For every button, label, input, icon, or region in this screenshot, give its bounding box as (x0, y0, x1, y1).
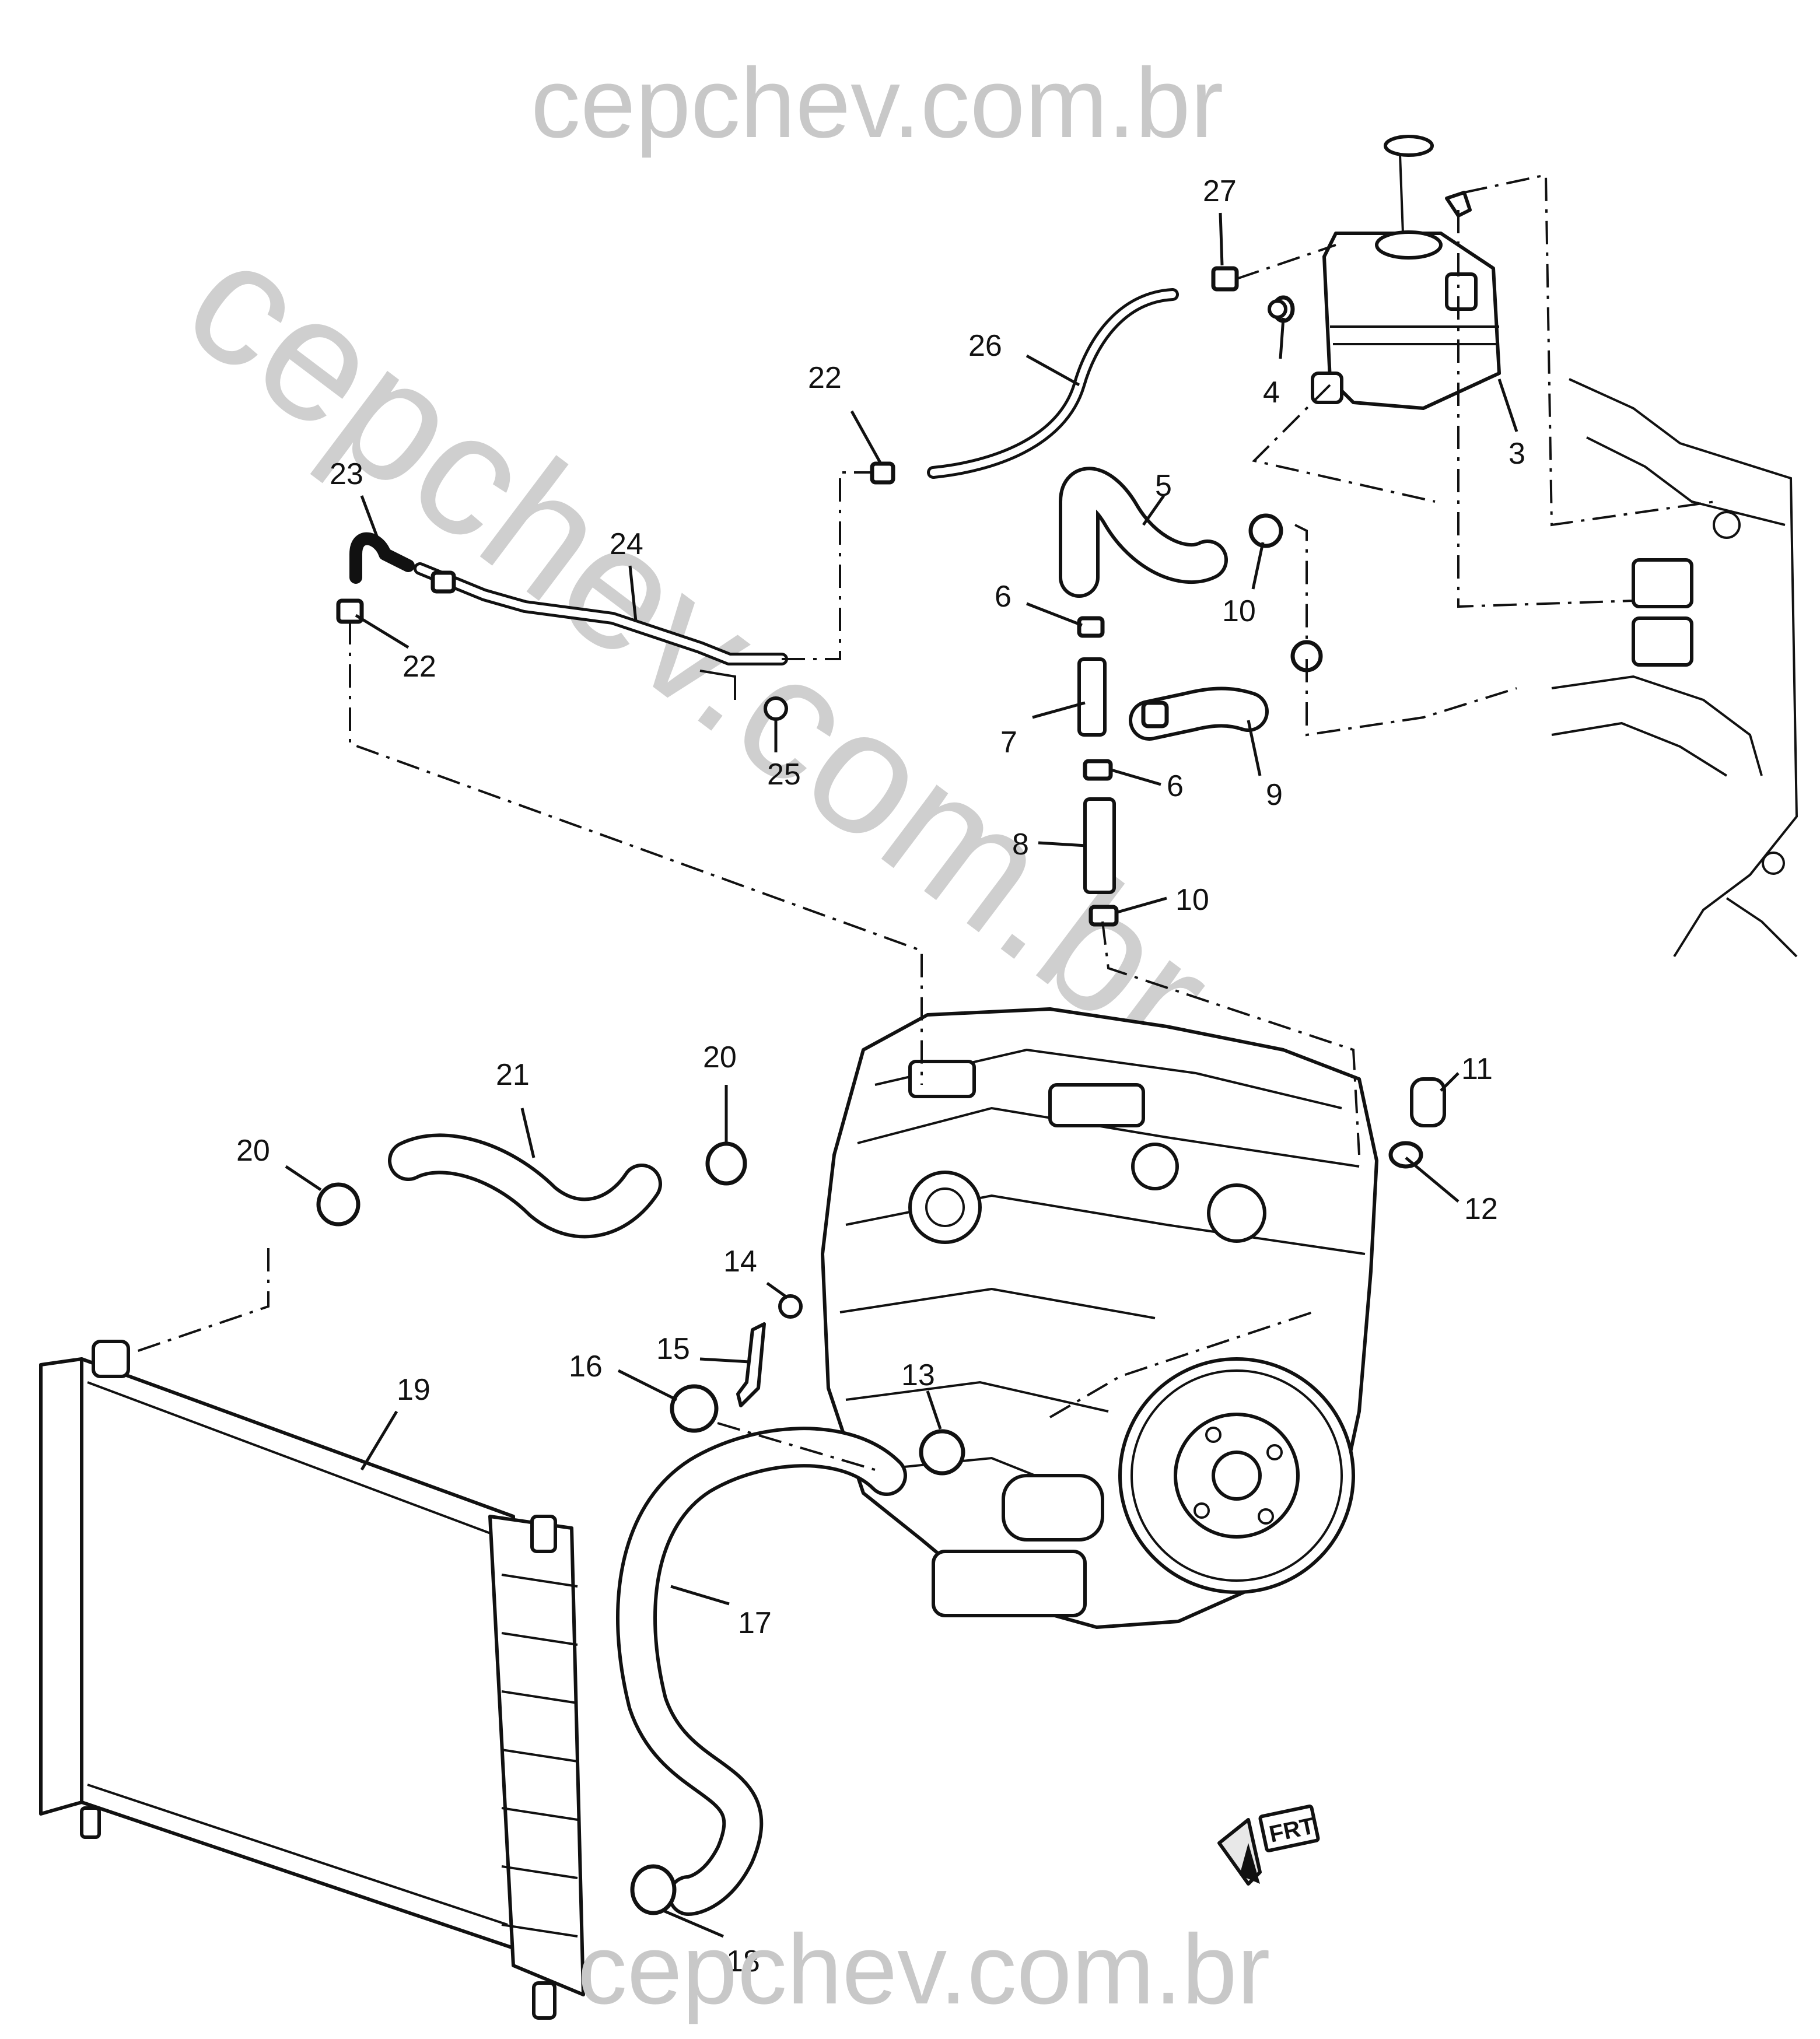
coolant-surge-tank (1311, 135, 1501, 410)
radiator (39, 1340, 585, 2020)
callout-12: 12 (1464, 1192, 1498, 1226)
callout-15: 15 (656, 1332, 690, 1366)
callout-17: 17 (738, 1606, 772, 1640)
watermark-top: cepchev.com.br (531, 48, 1223, 159)
body-frame-detail (1551, 378, 1798, 958)
watermark-bottom: cepchev.com.br (578, 1914, 1270, 2025)
callout-25: 25 (767, 758, 801, 791)
callout-19: 19 (397, 1373, 430, 1407)
radiator-inlet-hose-21 (388, 1133, 662, 1239)
callout-3: 3 (1508, 437, 1525, 471)
callout-21: 21 (496, 1058, 530, 1092)
callout-13: 13 (901, 1358, 935, 1392)
callout-14: 14 (723, 1245, 757, 1278)
callout-22-upper: 22 (808, 361, 842, 395)
leader-lines (285, 212, 1518, 1938)
callout-8: 8 (1012, 828, 1029, 861)
callout-27: 27 (1203, 174, 1237, 208)
heater-hose-23 (349, 532, 415, 584)
surge-tank-outlet-hose-5 (1059, 467, 1228, 598)
callout-labels: 27 26 22 4 3 23 24 5 22 6 10 7 25 6 9 8 … (236, 174, 1525, 1978)
callout-20-right: 20 (703, 1040, 737, 1074)
callout-10-lower: 10 (1175, 883, 1209, 917)
radiator-outlet-hose-17 (616, 1427, 907, 1916)
hose-clamps (316, 266, 1446, 1915)
pipe-7-hose-8 (1077, 657, 1269, 894)
callout-24: 24 (610, 527, 643, 561)
callout-16: 16 (569, 1350, 603, 1383)
callout-6-upper: 6 (995, 580, 1012, 614)
callout-5: 5 (1155, 469, 1172, 503)
surge-tank-inlet-hose-26 (927, 288, 1179, 479)
engine-assembly (821, 1007, 1378, 1629)
front-direction-indicator: FRT (1217, 1805, 1320, 1886)
callout-18: 18 (726, 1945, 760, 1978)
callout-26: 26 (968, 329, 1002, 363)
callout-4: 4 (1263, 376, 1280, 409)
callout-11: 11 (1461, 1052, 1493, 1086)
callout-22-lower: 22 (402, 650, 436, 684)
callout-9: 9 (1266, 778, 1283, 812)
callout-20-left: 20 (236, 1134, 270, 1168)
callout-10-upper: 10 (1222, 594, 1256, 628)
callout-23: 23 (330, 457, 363, 491)
connection-lines (131, 173, 1716, 1471)
heater-pipe-24 (414, 562, 788, 700)
callout-6-lower: 6 (1167, 769, 1184, 803)
callout-7: 7 (1000, 726, 1017, 759)
